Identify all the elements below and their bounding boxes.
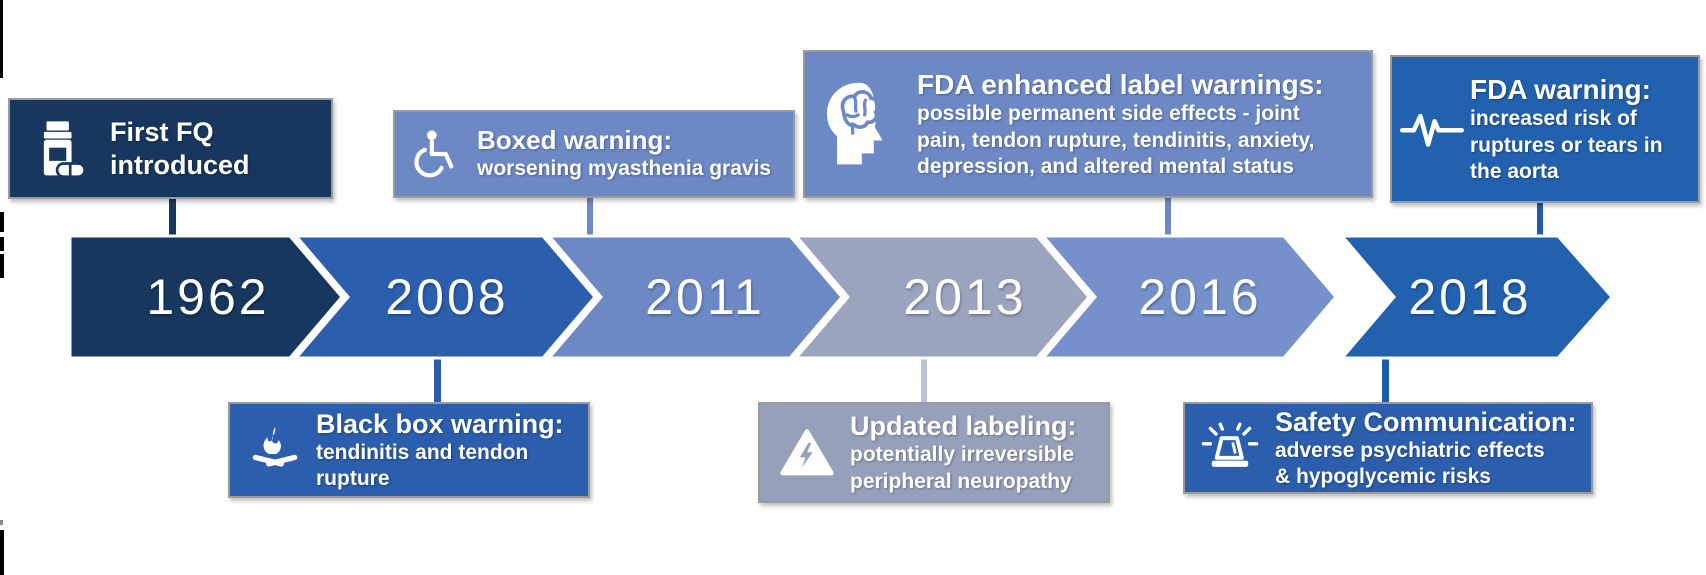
- timeline-segment-2013: [792, 234, 1091, 360]
- year-label-2008: 2008: [385, 269, 509, 325]
- callout-body: possible permanent side effects - joint …: [917, 102, 1315, 178]
- callout-body: tendinitis and tendon rupture: [316, 440, 529, 491]
- connector-safety-communication: [1382, 356, 1389, 402]
- callout-body: adverse psychiatric effects & hypoglycem…: [1275, 438, 1545, 489]
- head-brain-icon: [819, 80, 901, 168]
- campfire-icon: [248, 426, 302, 474]
- callout-title: Safety Communication:: [1275, 406, 1577, 437]
- screen-edge-artifact: [0, 212, 4, 232]
- screen-edge-artifact: [0, 530, 4, 575]
- connector-fda-enhanced: [1165, 198, 1171, 239]
- callout-title: FDA warning:: [1470, 73, 1651, 105]
- connector-first-fq: [169, 199, 176, 239]
- timeline-segment-2008: [292, 234, 597, 360]
- timeline-segment-2018: [1338, 234, 1615, 360]
- year-label-2016: 2016: [1138, 269, 1262, 325]
- year-label-1962: 1962: [146, 269, 270, 325]
- timeline-segment-2016: [1039, 234, 1338, 360]
- timeline-segment-1962: [68, 234, 344, 360]
- callout-first-fq: First FQ introduced: [8, 98, 333, 199]
- year-label-2011: 2011: [645, 269, 765, 325]
- year-label-2013: 2013: [903, 269, 1027, 325]
- callout-title: Updated labeling:: [850, 411, 1077, 442]
- callout-title: First FQ introduced: [110, 117, 250, 180]
- year-label-2018: 2018: [1408, 269, 1532, 325]
- callout-title: FDA enhanced label warnings:: [917, 68, 1324, 100]
- callout-body: potentially irreversible peripheral neur…: [850, 443, 1075, 493]
- screen-edge-artifact: [0, 254, 4, 278]
- warning-triangle-icon: [778, 427, 836, 479]
- screen-edge-artifact: [0, 520, 3, 525]
- pill-bottle-icon: [34, 120, 88, 178]
- screen-edge-artifact: [0, 0, 3, 78]
- callout-fda-warning: FDA warning: increased risk of ruptures …: [1390, 55, 1700, 203]
- callout-body: worsening myasthenia gravis: [477, 157, 772, 181]
- callout-title: Boxed warning:: [477, 125, 673, 156]
- callout-title: Black box warning:: [316, 408, 564, 439]
- timeline-segment-2011: [545, 234, 844, 360]
- callout-fda-enhanced: FDA enhanced label warnings: possible pe…: [803, 50, 1373, 198]
- callout-safety-communication: Safety Communication: adverse psychiatri…: [1183, 402, 1593, 494]
- callout-updated-labeling: Updated labeling: potentially irreversib…: [758, 402, 1110, 503]
- callout-black-box-warning: Black box warning: tendinitis and tendon…: [228, 402, 590, 498]
- screen-edge-artifact: [0, 237, 4, 251]
- connector-black-box: [434, 356, 441, 402]
- callout-boxed-warning: Boxed warning: worsening myasthenia grav…: [393, 110, 795, 198]
- connector-updated-labeling: [921, 356, 927, 402]
- pulse-icon: [1400, 107, 1464, 151]
- callout-body: increased risk of ruptures or tears in t…: [1470, 107, 1663, 183]
- connector-fda-warning: [1537, 201, 1543, 239]
- wheelchair-icon: [411, 129, 461, 179]
- siren-icon: [1199, 420, 1261, 476]
- connector-boxed-warning: [587, 198, 593, 239]
